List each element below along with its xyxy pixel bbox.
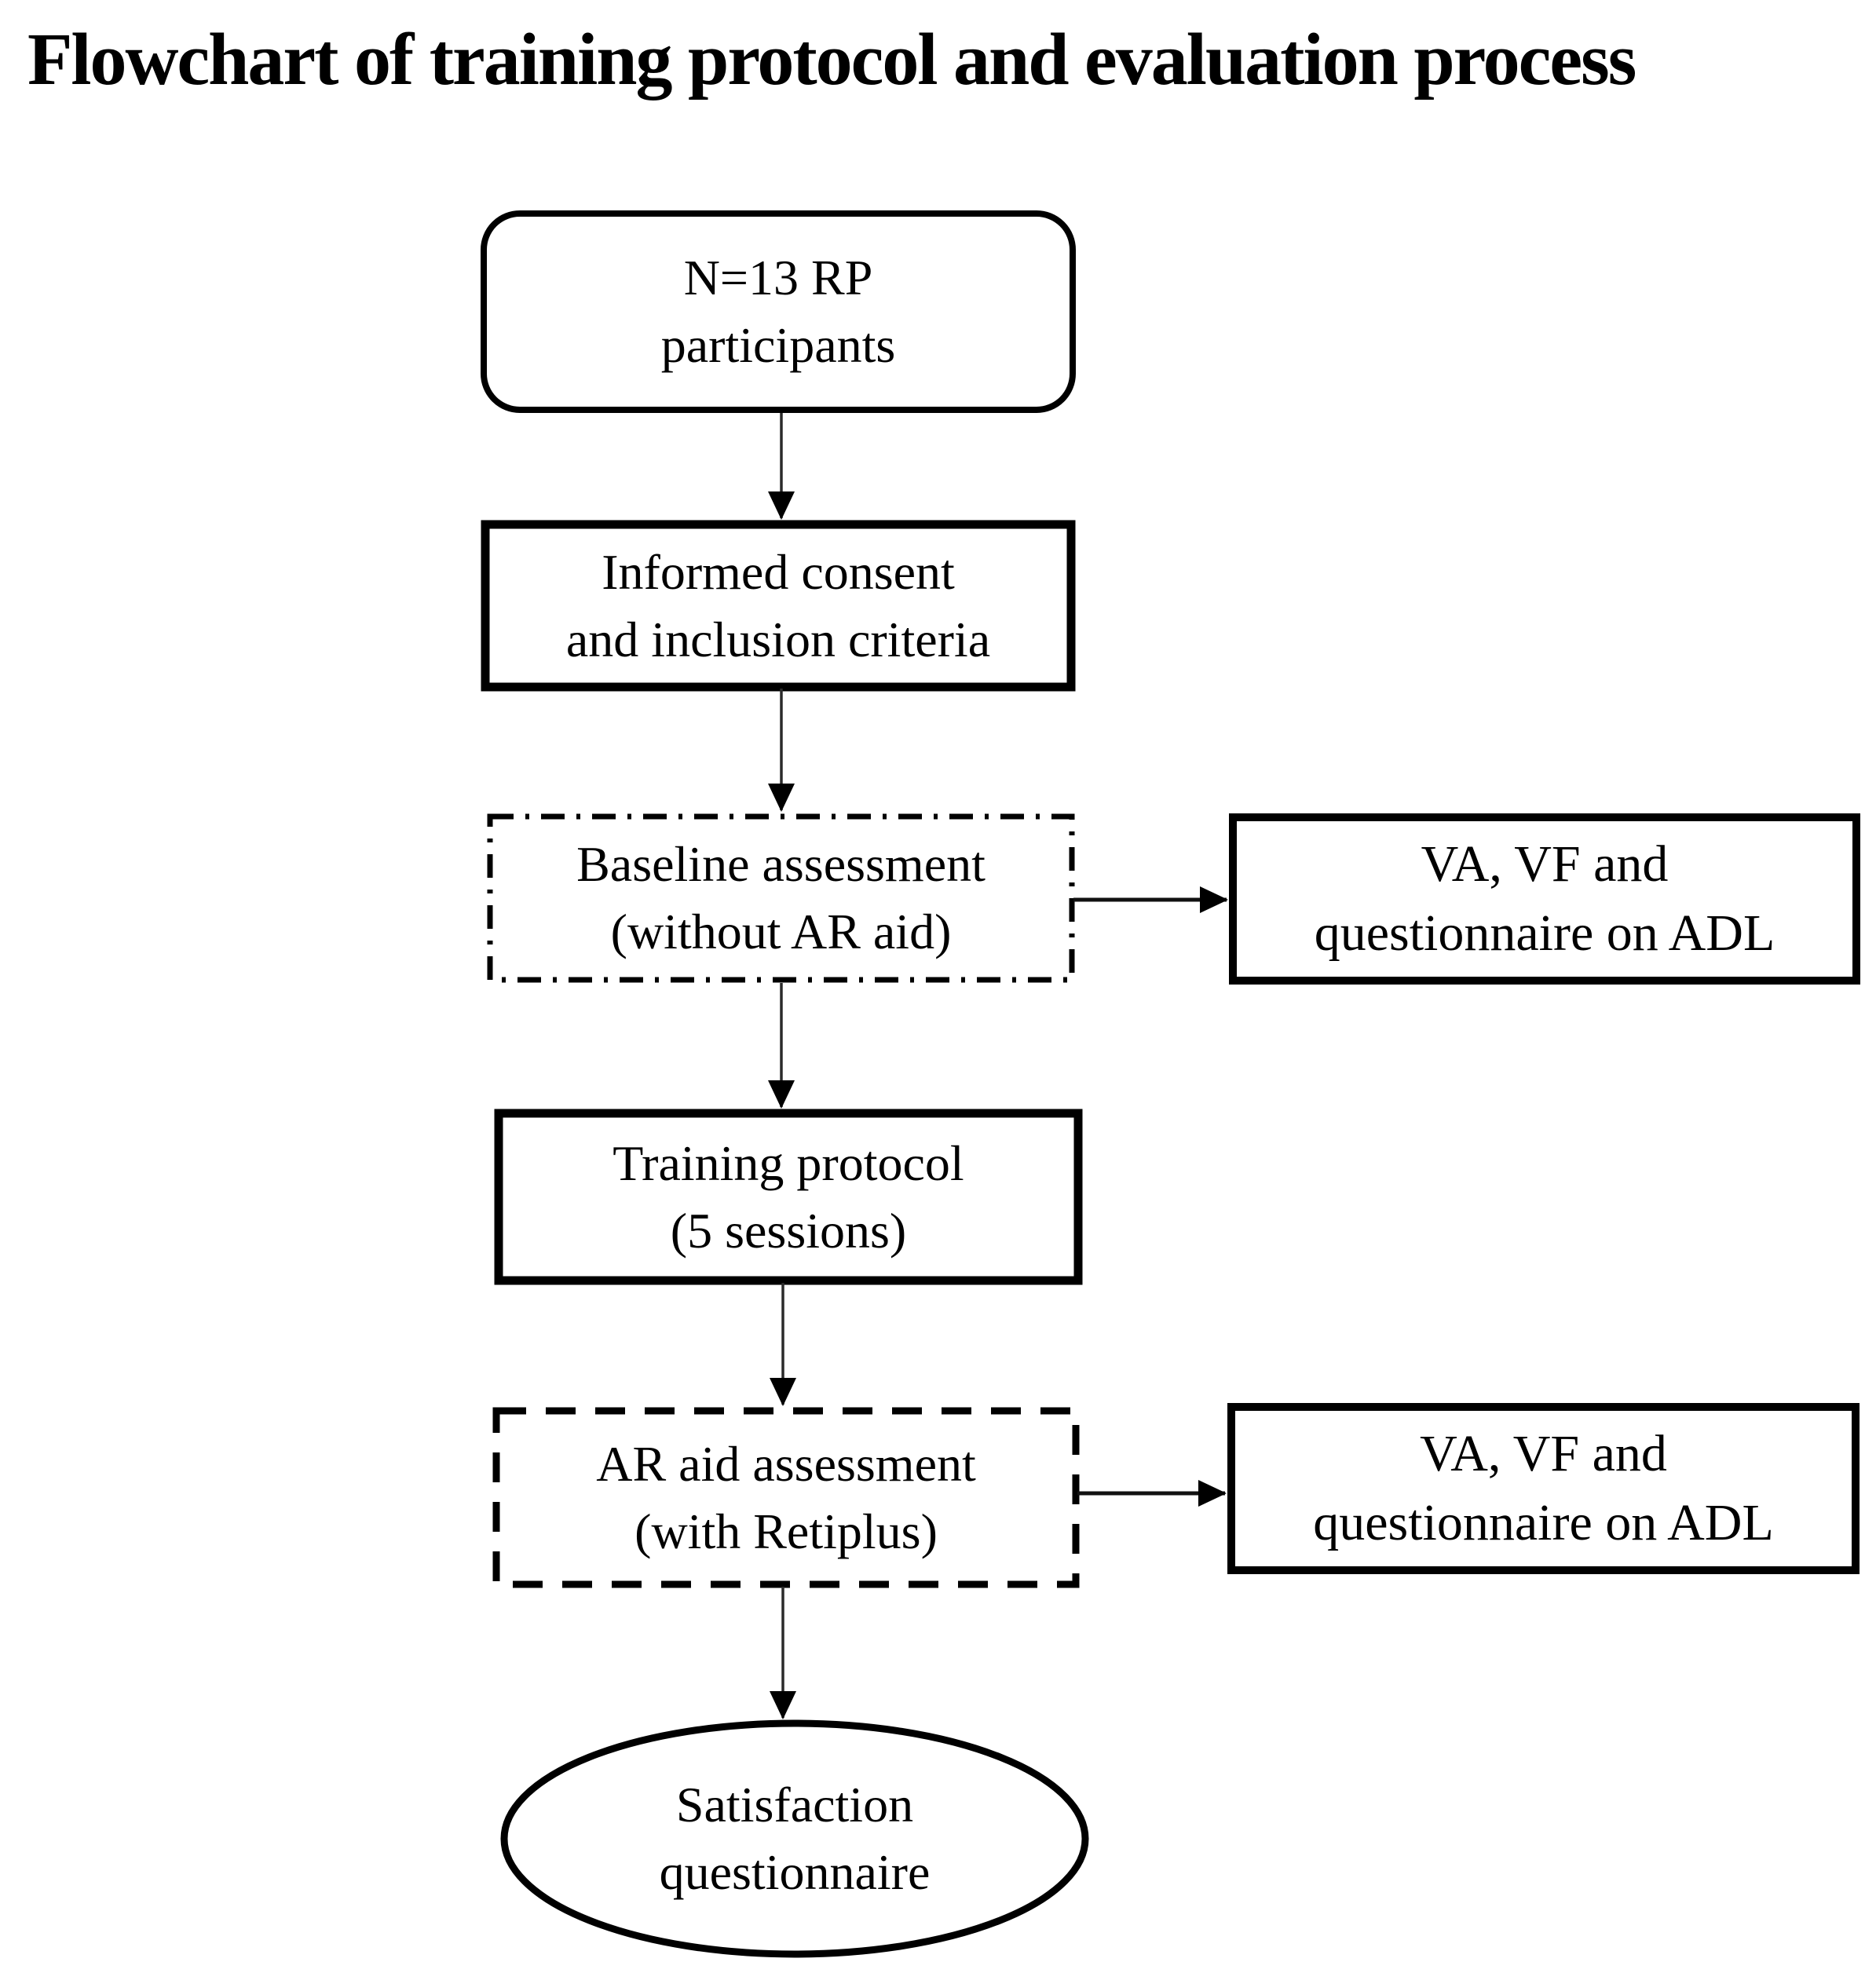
node-training-line1: Training protocol: [613, 1134, 964, 1191]
node-participants-label: N=13 RP participants: [484, 214, 1073, 410]
node-participants-line2: participants: [660, 317, 896, 373]
node-baseline-outcome-shape: [1229, 813, 1860, 985]
node-satisfaction-line2: questionnaire: [659, 1844, 931, 1900]
node-training-label: Training protocol (5 sessions): [499, 1113, 1078, 1281]
node-baseline-outcome-line2: questionnaire on ADL: [1314, 904, 1775, 962]
node-ar-outcome-shape: [1227, 1403, 1860, 1574]
node-consent-label: Informed consent and inclusion criteria: [485, 524, 1071, 687]
node-baseline-line1: Baseline assessment: [576, 836, 986, 893]
node-consent-line2: and inclusion criteria: [565, 611, 991, 667]
node-participants-shape: [481, 210, 1076, 413]
node-ar-aid-shape: [492, 1407, 1080, 1588]
node-satisfaction-line1: Satisfaction: [675, 1777, 914, 1833]
node-baseline-shape: [487, 813, 1075, 983]
node-baseline-outcome-line1: VA, VF and: [1421, 835, 1669, 893]
node-baseline-outcome-label: VA, VF and questionnaire on ADL: [1233, 817, 1856, 981]
node-baseline-label: Baseline assessment (without AR aid): [490, 817, 1072, 980]
node-satisfaction-label: Satisfaction questionnaire: [504, 1723, 1085, 1954]
node-satisfaction-shape: [500, 1719, 1089, 1958]
node-ar-outcome-line1: VA, VF and: [1420, 1424, 1667, 1482]
node-ar-aid-label: AR aid assessment (with Retiplus): [496, 1411, 1076, 1584]
node-ar-aid-line1: AR aid assessment: [596, 1435, 976, 1492]
node-ar-aid-line2: (with Retiplus): [634, 1503, 938, 1559]
figure-title: Flowchart of training protocol and evalu…: [27, 19, 1636, 100]
node-participants-line1: N=13 RP: [683, 250, 873, 306]
node-consent-line1: Informed consent: [602, 543, 955, 600]
node-consent-shape: [481, 520, 1076, 692]
node-training-line2: (5 sessions): [670, 1202, 907, 1259]
node-training-shape: [494, 1109, 1083, 1285]
node-ar-outcome-label: VA, VF and questionnaire on ADL: [1231, 1407, 1856, 1570]
node-baseline-line2: (without AR aid): [610, 904, 952, 959]
node-ar-outcome-line2: questionnaire on ADL: [1313, 1494, 1774, 1551]
